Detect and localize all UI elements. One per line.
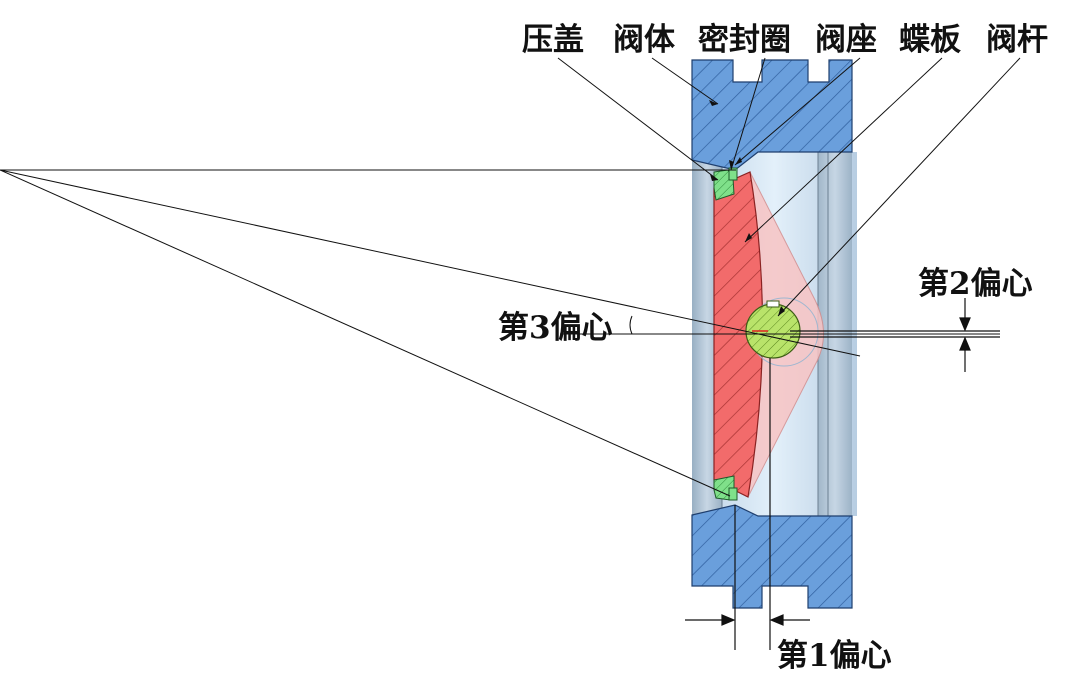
label-butterfly-disc: 蝶板 [899,22,961,58]
valve-body-bottom [691,504,853,609]
valve-seat-top [728,167,738,181]
third-offset-lines [0,169,1000,497]
label-offset-1: 第1偏心 [777,638,892,674]
label-valve-body: 阀体 [613,22,675,58]
leader-lines [557,57,1021,317]
label-gland: 压盖 [522,22,584,58]
valve-seat-bottom [728,487,738,501]
label-offset-2: 第2偏心 [918,266,1033,302]
valve-body-top [691,59,853,171]
label-offset-3: 第3偏心 [498,310,613,346]
leader-arrowheads [709,100,785,316]
second-offset-marker [790,298,1000,372]
first-offset-marker [685,358,810,650]
label-valve-stem: 阀杆 [986,22,1048,58]
stem-key [766,300,780,308]
label-seal-ring: 密封圈 [698,22,791,58]
label-valve-seat: 阀座 [815,22,877,58]
